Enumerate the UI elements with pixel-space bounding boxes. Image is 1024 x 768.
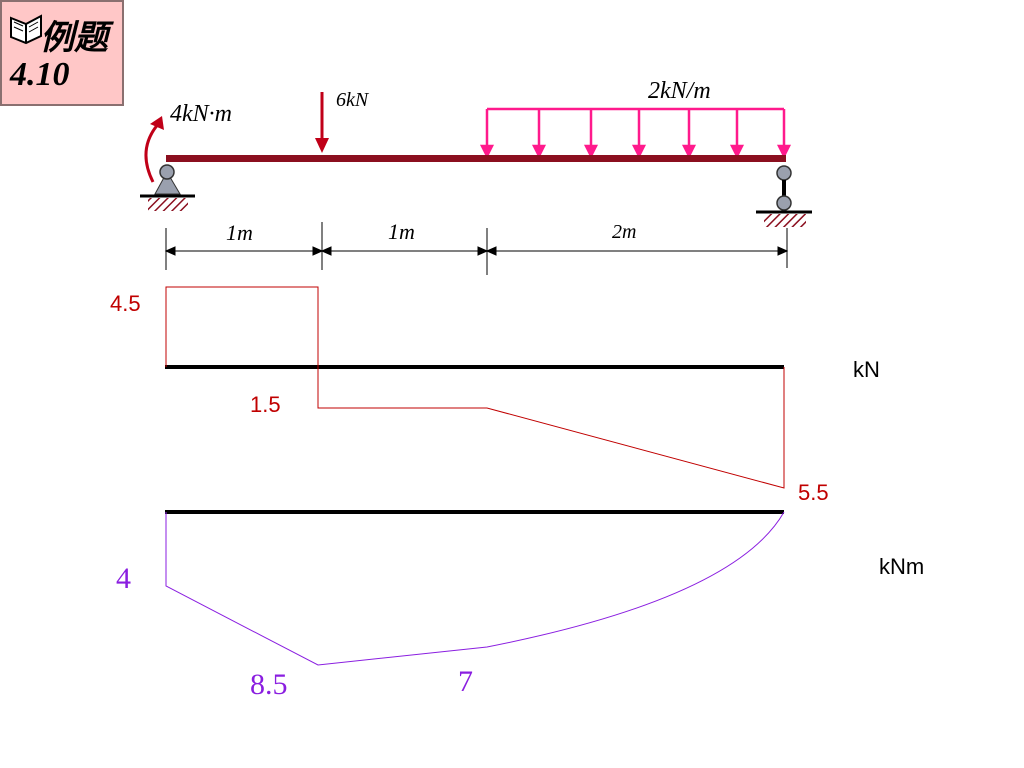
moment-value-point: 8.5 [250, 668, 288, 701]
shear-value-left: 4.5 [110, 291, 141, 316]
distributed-load [479, 107, 792, 159]
distributed-load-label: 2kN/m [648, 78, 711, 104]
book-icon [10, 14, 42, 45]
moment-load-label: 4kN·m [170, 101, 232, 127]
dimension-lines [164, 222, 789, 275]
moment-unit-label: kNm [879, 554, 924, 579]
dimension-label-2: 1m [388, 219, 415, 244]
moment-curve [165, 511, 785, 666]
point-force-label: 6kN [336, 89, 370, 111]
dimension-label-3: 2m [612, 221, 636, 243]
pin-support-left [140, 164, 195, 211]
roller-support-right [756, 165, 812, 227]
moment-arrow-head [150, 116, 164, 130]
dimension-label-1: 1m [226, 220, 253, 245]
point-force-arrow [315, 92, 329, 153]
moment-value-mid: 7 [458, 665, 473, 698]
example-title-box: 例题 4.10 [0, 0, 124, 106]
moment-value-left: 4 [116, 562, 131, 595]
shear-curve [165, 286, 785, 489]
example-title-label: 例题 [40, 20, 108, 57]
example-number: 4.10 [10, 56, 70, 93]
beam [166, 155, 786, 162]
shear-value-mid: 1.5 [250, 392, 281, 417]
shear-unit-label: kN [853, 357, 880, 382]
applied-moment [144, 116, 164, 183]
shear-value-right: 5.5 [798, 480, 829, 505]
